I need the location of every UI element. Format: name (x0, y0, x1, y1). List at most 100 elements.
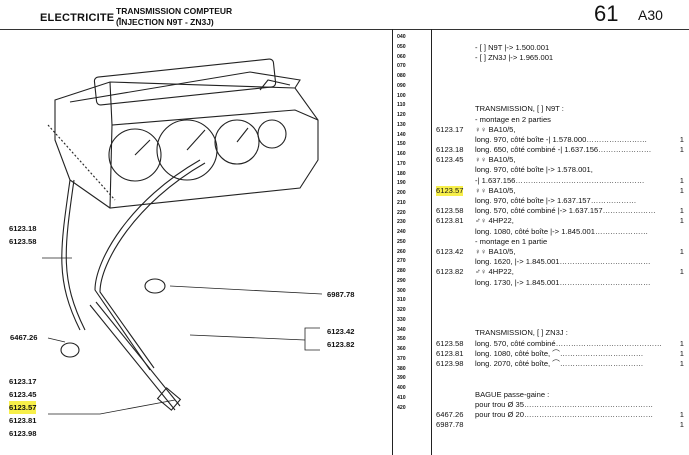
line-number: 280 (397, 268, 406, 274)
column-separator (431, 29, 432, 455)
part-quantity: 1 (679, 267, 684, 277)
part-description (475, 74, 665, 84)
part-quantity (674, 53, 684, 63)
callout-ref: 6123.18 (9, 224, 37, 233)
part-quantity (674, 328, 684, 338)
part-description: - montage en 2 parties (475, 114, 551, 124)
part-reference (436, 400, 463, 410)
part-reference (436, 196, 463, 206)
part-reference: 6123.98 (436, 359, 464, 368)
callout-group-bottom: 6123.17 6123.45 6123.57 6123.81 6123.98 (9, 375, 37, 440)
part-reference (436, 176, 463, 186)
part-description: ♀♀ BA10/5, (475, 155, 516, 165)
part-description: - [ ] ZN3J |-> 1.965.001 (475, 53, 554, 63)
line-number: 260 (397, 248, 406, 255)
line-number: 160 (397, 151, 406, 157)
part-description: pour trou Ø 20…………………………………………… (475, 409, 654, 419)
part-quantity (674, 155, 684, 165)
line-number: 390 (397, 375, 406, 382)
header-title: ELECTRICITE - (40, 12, 122, 24)
part-reference: 6123.58 (436, 338, 464, 348)
part-reference: 6123.17 (436, 124, 464, 134)
line-number: 090 (397, 82, 406, 89)
part-quantity: 1 (679, 338, 684, 348)
callout-group-top: 6123.18 6123.58 (9, 222, 36, 248)
part-quantity (674, 318, 684, 328)
callout-ref: 6123.98 (9, 429, 37, 438)
part-description: long. 570, côté combiné |-> 1.637.157………… (475, 206, 656, 216)
part-reference: 6123.57 (436, 185, 464, 196)
part-reference (436, 257, 463, 267)
part-quantity (674, 33, 684, 43)
speedometer-illustration (42, 58, 323, 415)
line-number: 360 (397, 346, 406, 352)
part-reference: 6123.82 (436, 267, 464, 277)
part-reference: 6123.18 (436, 145, 464, 155)
part-reference (436, 328, 463, 338)
part-description (475, 369, 665, 379)
line-number: 060 (397, 53, 406, 60)
line-number: 410 (397, 394, 406, 401)
part-description: long. 1080, côté boîte |-> 1.845.001…………… (475, 226, 649, 236)
part-reference (436, 165, 463, 175)
part-description: ♂♀ 4HP22, (475, 267, 514, 277)
part-reference (436, 298, 463, 308)
part-description: -| 1.637.156…………………………………………… (475, 175, 645, 185)
part-quantity (674, 125, 684, 135)
line-number: 100 (397, 92, 406, 99)
line-number: 420 (397, 404, 406, 411)
callout-ref: 6123.81 (9, 416, 37, 425)
part-reference (436, 237, 463, 247)
part-description: ♀♀ BA10/5, (475, 185, 516, 195)
part-quantity: 1 (679, 409, 684, 419)
part-reference (436, 74, 463, 84)
line-number: 370 (397, 355, 406, 362)
part-description: ♀♀ BA10/5, (475, 124, 516, 134)
part-quantity (674, 74, 684, 84)
line-number: 070 (397, 63, 406, 70)
callout-ref: 6123.82 (327, 340, 355, 349)
part-quantity (674, 196, 684, 206)
part-description: - montage en 1 partie (475, 236, 548, 246)
part-description: long. 970, côté boîte -| 1.578.000………………… (475, 134, 648, 144)
page-number: 61 (594, 1, 619, 26)
part-description (475, 298, 665, 308)
part-quantity (674, 227, 684, 237)
part-quantity: 1 (679, 420, 684, 430)
part-reference (436, 43, 463, 53)
line-number: 290 (397, 277, 406, 284)
header-subtitle-line2: (INJECTION N9T - ZN3J) (116, 17, 214, 27)
line-number: 150 (397, 141, 406, 148)
line-number: 240 (397, 229, 406, 235)
part-reference (436, 64, 463, 74)
part-quantity: 1 (679, 359, 684, 368)
part-description: long. 1080, côté boîte, ⌒…………………………… (475, 348, 644, 358)
line-number: 180 (397, 170, 406, 177)
part-reference: 6123.81 (436, 216, 464, 226)
line-number: 340 (397, 326, 406, 333)
part-description: long. 1620, |-> 1.845.001……………………………… (475, 257, 651, 267)
callout-ref: 6123.42 (327, 327, 355, 336)
line-number: 270 (397, 258, 406, 265)
part-quantity (674, 379, 684, 389)
line-number: 250 (397, 238, 406, 245)
line-number: 210 (397, 199, 406, 206)
column-separator (392, 29, 393, 455)
callout-group-right2: 6123.42 6123.82 (327, 325, 354, 351)
part-quantity (674, 278, 684, 288)
header-subtitle: TRANSMISSION COMPTEUR (INJECTION N9T - Z… (116, 6, 232, 28)
line-number: 040 (397, 34, 406, 40)
part-reference: 6987.78 (436, 420, 464, 430)
line-number: 130 (397, 121, 406, 128)
part-description: long. 1730, |-> 1.845.001……………………………… (475, 277, 651, 287)
part-reference (436, 318, 463, 328)
part-quantity (674, 104, 684, 114)
part-reference (436, 115, 463, 125)
part-quantity: 1 (679, 348, 684, 358)
line-number: 190 (397, 180, 406, 187)
part-quantity (674, 390, 684, 400)
part-quantity (674, 257, 684, 267)
